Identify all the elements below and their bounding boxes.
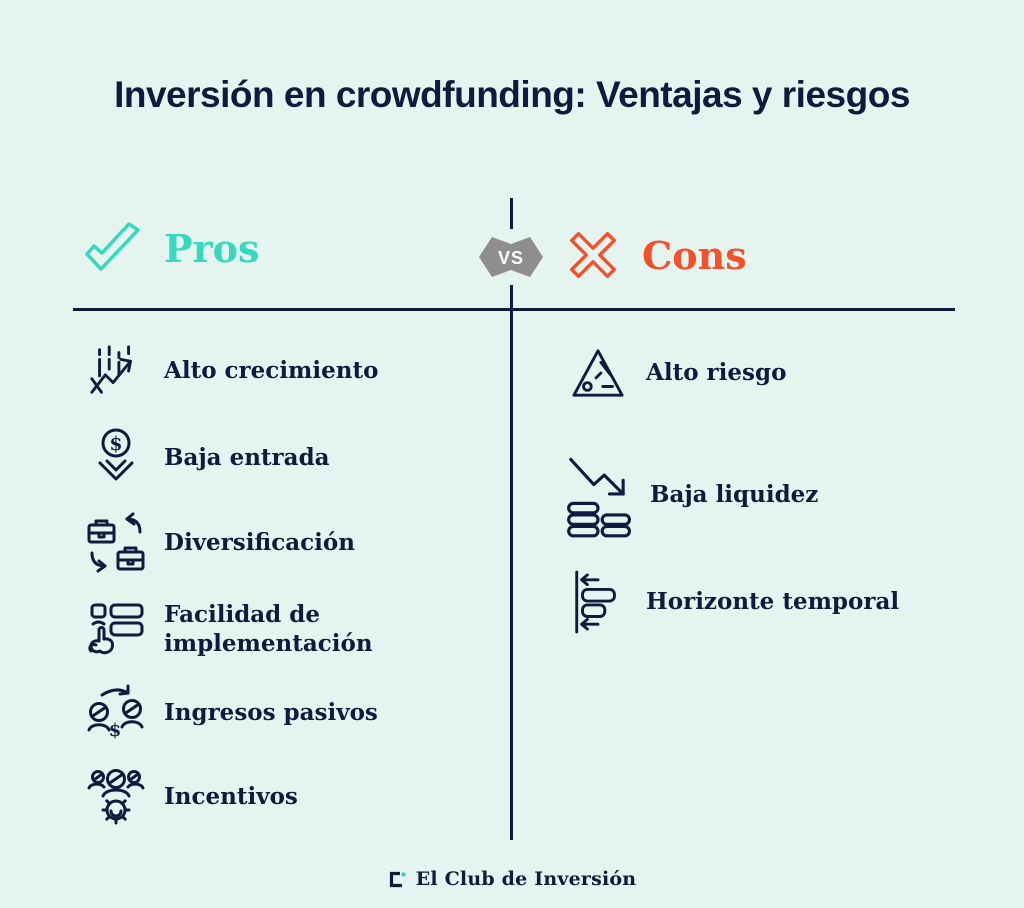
team-gear-icon — [84, 766, 148, 828]
cons-title: Cons — [642, 232, 747, 278]
cons-item-baja-liquidez: Baja liquidez — [562, 450, 818, 540]
svg-text:$: $ — [109, 433, 122, 455]
item-label: Ingresos pasivos — [164, 698, 378, 726]
club-logo-icon — [388, 870, 407, 889]
page-title: Inversión en crowdfunding: Ventajas y ri… — [114, 74, 910, 115]
vs-badge: VS — [479, 231, 543, 283]
pros-item-alto-crecimiento: Alto crecimiento — [84, 340, 378, 402]
footer-brand: El Club de Inversión — [0, 868, 1024, 890]
pros-item-baja-entrada: $ Baja entrada — [84, 424, 330, 492]
item-label: Alto crecimiento — [164, 356, 379, 384]
pros-item-incentivos: Incentivos — [84, 762, 298, 832]
x-cross-icon — [564, 226, 622, 284]
item-label: Diversificación — [164, 528, 355, 556]
pros-header: Pros — [82, 220, 259, 276]
hazard-triangle-icon — [566, 346, 630, 400]
pros-item-diversificacion: Diversificación — [84, 508, 355, 578]
item-label: Incentivos — [164, 782, 298, 810]
declining-coins-icon — [562, 451, 634, 539]
vertical-divider-bottom — [510, 285, 513, 840]
horizontal-divider — [73, 308, 955, 311]
pros-title: Pros — [164, 225, 260, 271]
growth-chart-icon — [84, 342, 148, 400]
cons-item-alto-riesgo: Alto riesgo — [566, 342, 786, 404]
cons-item-horizonte-temporal: Horizonte temporal — [566, 566, 899, 638]
checklist-hand-icon — [84, 599, 148, 661]
briefcase-exchange-icon — [84, 512, 148, 574]
item-label: Baja entrada — [164, 443, 330, 471]
vertical-divider-top — [510, 198, 513, 229]
vs-label: VS — [498, 248, 524, 268]
checkmark-icon — [82, 220, 144, 276]
pros-item-ingresos-pasivos: $ Ingresos pasivos — [84, 680, 378, 746]
timeline-icon — [566, 568, 630, 636]
dollar-pin-icon: $ — [84, 426, 148, 490]
pros-item-facilidad-de-implementacion: Facilidad de implementación — [84, 594, 373, 666]
vs-arrows-shape — [479, 237, 543, 277]
people-money-transfer-icon: $ — [84, 684, 148, 742]
item-label: Baja liquidez — [650, 480, 819, 508]
cons-header: Cons — [564, 226, 747, 284]
item-label: Facilidad de implementación — [164, 601, 373, 657]
brand-name: El Club de Inversión — [415, 868, 637, 890]
item-label: Horizonte temporal — [646, 587, 900, 615]
item-label: Alto riesgo — [646, 358, 787, 386]
svg-text:$: $ — [109, 720, 122, 741]
